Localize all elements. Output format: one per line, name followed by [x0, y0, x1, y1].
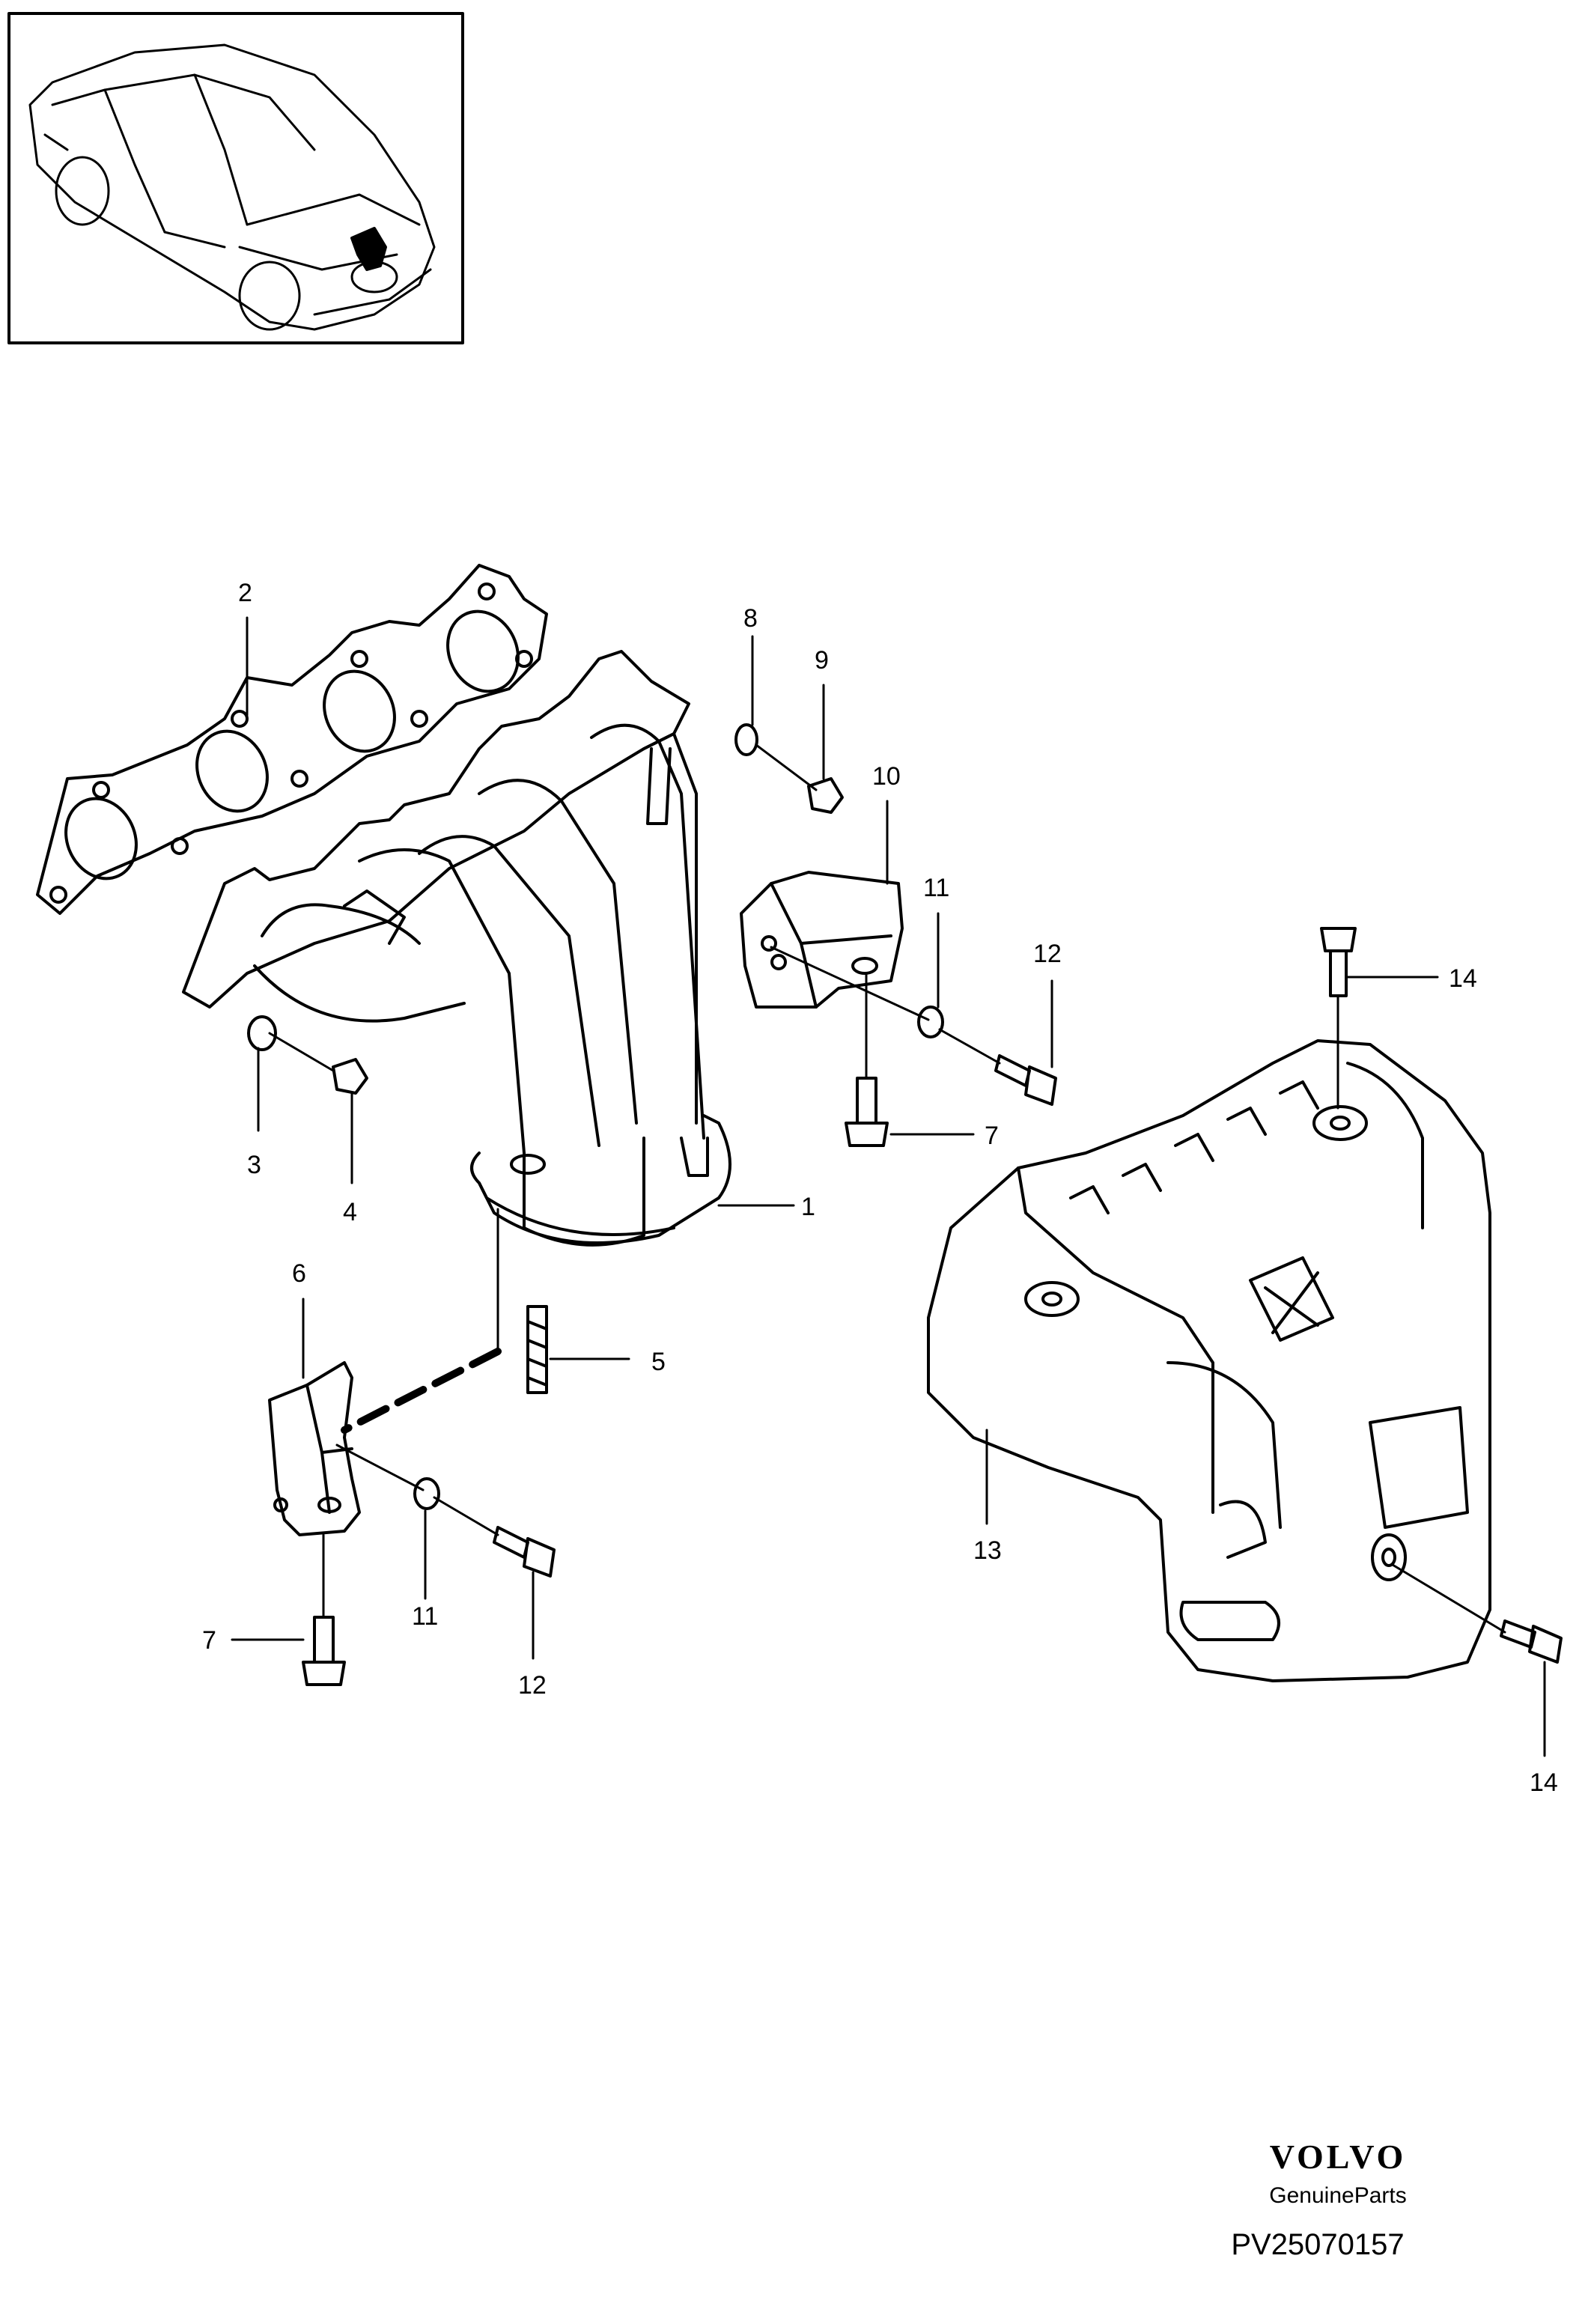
drawing-number: PV25070157 — [1231, 2228, 1405, 2261]
washer-8 — [734, 723, 758, 756]
bolt-14-upper — [1320, 927, 1357, 997]
volvo-logo: VOLVO — [1269, 2138, 1407, 2176]
heat-shield — [927, 1039, 1491, 1682]
callout-5: 5 — [651, 1348, 666, 1376]
bolt-12-upper — [994, 1054, 1057, 1106]
manifold-gasket — [36, 564, 548, 915]
callout-14-lower: 14 — [1530, 1768, 1558, 1797]
callout-11-upper: 11 — [923, 874, 949, 902]
stud-5 — [526, 1305, 548, 1394]
engine-location-marker — [350, 227, 387, 271]
bolt-7-upper — [845, 1077, 889, 1147]
callout-7-upper: 7 — [985, 1122, 999, 1150]
callout-12-upper: 12 — [1033, 940, 1062, 968]
heat-warning-symbol — [1249, 1256, 1334, 1342]
callout-4: 4 — [343, 1198, 357, 1226]
callout-13: 13 — [973, 1536, 1002, 1565]
bolt-12-lower — [493, 1526, 556, 1578]
callout-11-lower: 11 — [412, 1602, 438, 1631]
leader-lines — [231, 616, 1546, 1757]
callout-7-lower: 7 — [202, 1626, 216, 1655]
upper-bracket — [740, 871, 904, 1009]
bolt-7-lower — [302, 1616, 346, 1686]
callout-1: 1 — [801, 1193, 815, 1221]
bolt-14-lower — [1500, 1619, 1563, 1664]
callout-3: 3 — [247, 1151, 261, 1179]
callout-9: 9 — [815, 646, 829, 675]
nut-9 — [807, 777, 844, 814]
nut-4 — [332, 1058, 368, 1095]
lower-bracket — [268, 1361, 361, 1536]
callout-12-lower: 12 — [518, 1671, 547, 1700]
callout-6: 6 — [292, 1259, 306, 1288]
car-outline-icon — [28, 43, 436, 331]
callout-10: 10 — [872, 762, 901, 791]
washer-3 — [247, 1015, 277, 1051]
callout-8: 8 — [743, 604, 758, 633]
washer-11-lower — [413, 1477, 440, 1510]
callout-14-upper: 14 — [1449, 964, 1477, 993]
washer-11-upper — [917, 1006, 944, 1038]
fasteners — [247, 723, 1563, 1686]
callout-labels: 1 2 3 4 5 6 7 7 8 9 10 11 11 12 12 13 14… — [202, 579, 1558, 1797]
exhaust-manifold — [182, 650, 731, 1247]
genuine-parts-label: GenuineParts — [1269, 2183, 1407, 2208]
vehicle-locator-inset — [7, 12, 464, 344]
callout-2: 2 — [238, 579, 252, 607]
